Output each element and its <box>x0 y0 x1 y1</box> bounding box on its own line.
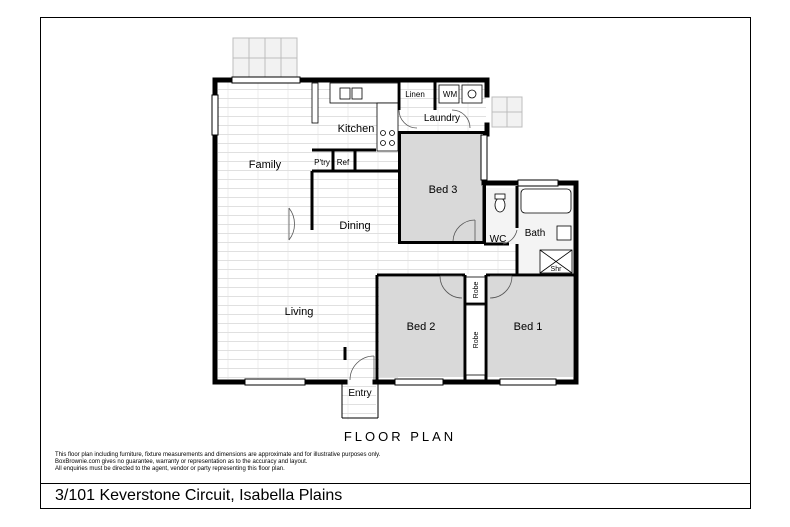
disclaimer-line: BoxBrownie.com gives no guarantee, warra… <box>55 459 308 465</box>
floorboards <box>218 81 518 420</box>
room-label-shower: Shr <box>551 266 563 273</box>
room-label-family: Family <box>249 159 282 171</box>
room-label-robe-bed2: Robe <box>473 282 480 299</box>
room-label-pantry: P'try <box>314 158 330 167</box>
disclaimer: This floor plan including furniture, fix… <box>55 452 380 473</box>
room-label-dining: Dining <box>339 220 370 232</box>
room-label-fridge: Ref <box>337 158 350 167</box>
page-frame <box>40 17 751 509</box>
disclaimer-line: This floor plan including furniture, fix… <box>55 452 381 458</box>
property-address: 3/101 Keverstone Circuit, Isabella Plain… <box>55 487 343 504</box>
room-label-bath: Bath <box>525 228 546 239</box>
room-label-wc: WC <box>490 234 507 245</box>
kitchen-benches <box>311 82 399 152</box>
bathroom-fixtures <box>494 188 573 274</box>
robe-panels <box>465 276 486 376</box>
room-label-robe-bed1: Robe <box>473 332 480 349</box>
alfresco-frame <box>232 37 298 79</box>
room-label-bed2: Bed 2 <box>407 321 436 333</box>
footer-divider <box>40 483 751 484</box>
room-label-living: Living <box>285 306 314 318</box>
door-swings <box>288 109 518 381</box>
laundry-outside-frame <box>491 96 523 128</box>
disclaimer-line: All enquiries must be directed to the ag… <box>55 466 285 472</box>
plan-heading: FLOOR PLAN <box>343 429 457 444</box>
room-label-bed3: Bed 3 <box>429 184 458 196</box>
room-label-bed1: Bed 1 <box>514 321 543 333</box>
windows <box>211 76 559 386</box>
room-label-kitchen: Kitchen <box>338 123 375 135</box>
room-label-washing-machine: WM <box>443 90 458 99</box>
room-label-entry: Entry <box>348 388 371 399</box>
entry-porch <box>341 382 379 419</box>
room-label-laundry: Laundry <box>424 113 460 124</box>
room-label-linen: Linen <box>405 90 425 99</box>
bedroom-fills <box>379 133 573 377</box>
laundry-fixtures <box>438 84 483 104</box>
